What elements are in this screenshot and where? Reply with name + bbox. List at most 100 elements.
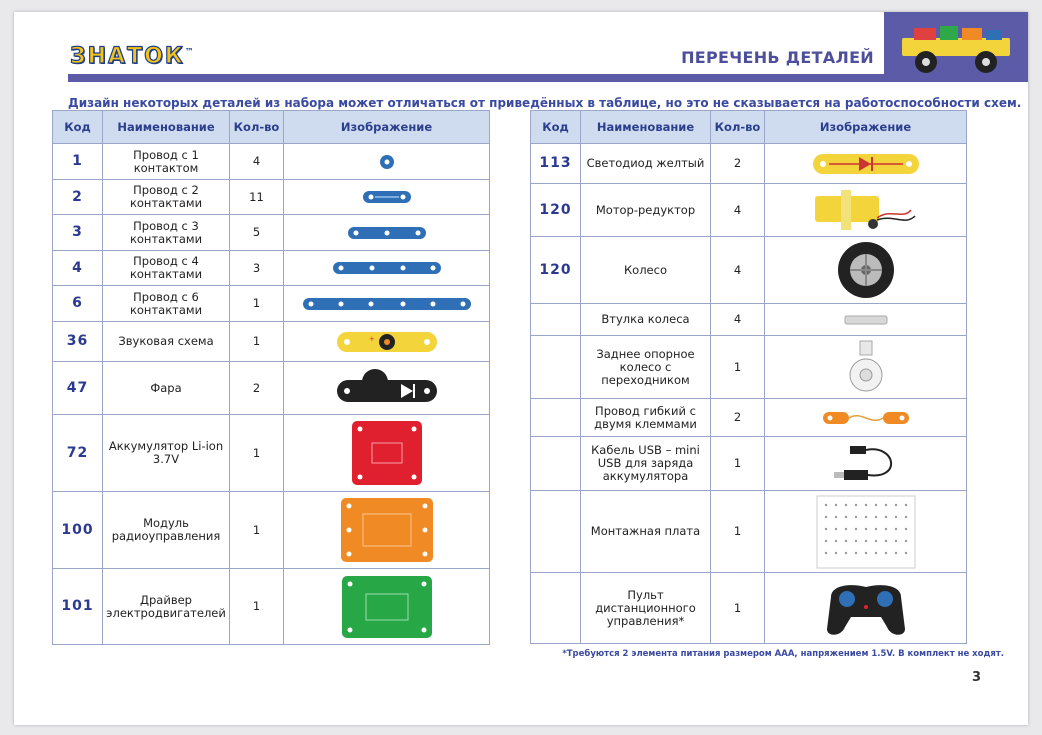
svg-text:+: + [369, 335, 375, 343]
part-name: Провод с 1 контактом [102, 143, 230, 180]
part-qty: 1 [710, 572, 765, 644]
part-code: 2 [52, 179, 103, 215]
part-name: Кабель USB – mini USB для заряда аккумул… [580, 436, 711, 491]
flexible-wire-icon [822, 411, 909, 424]
column-header-name: Наименование [102, 110, 230, 144]
part-code [530, 335, 581, 399]
table-row: 47 Фара 2 [52, 361, 490, 415]
column-header-image: Изображение [283, 110, 490, 144]
part-qty: 1 [710, 490, 765, 573]
wire-6-contacts-icon [302, 297, 471, 310]
part-qty: 1 [229, 321, 284, 362]
part-qty: 5 [229, 214, 284, 251]
wire-2-contacts-icon [362, 191, 411, 203]
footnote: *Требуются 2 элемента питания размером А… [562, 649, 1004, 659]
part-image [283, 179, 490, 215]
part-qty: 1 [229, 491, 284, 569]
table-row: 3 Провод с 3 контактами 5 [52, 214, 490, 251]
part-name: Провод с 4 контактами [102, 250, 230, 286]
part-code: 100 [52, 491, 103, 569]
part-name: Фара [102, 361, 230, 415]
remote-control-icon [826, 585, 905, 635]
part-image [764, 490, 967, 573]
part-name: Модуль радиоуправления [102, 491, 230, 569]
part-code: 101 [52, 568, 103, 645]
part-qty: 2 [710, 398, 765, 437]
part-code [530, 436, 581, 491]
table-header-row: Код Наименование Кол-во Изображение [530, 110, 967, 144]
toy-car-icon [902, 26, 1010, 73]
table-row: 36 Звуковая схема 1 + [52, 321, 490, 362]
part-qty: 1 [710, 436, 765, 491]
parts-table-left: Код Наименование Кол-во Изображение 1 Пр… [52, 110, 490, 645]
wheel-hub-icon [844, 315, 887, 324]
part-image [764, 572, 967, 644]
part-name: Провод с 6 контактами [102, 285, 230, 322]
part-code: 113 [530, 143, 581, 184]
part-code: 3 [52, 214, 103, 251]
table-row: 4 Провод с 4 контактами 3 [52, 250, 490, 286]
part-code [530, 490, 581, 573]
part-code [530, 303, 581, 336]
table-row: 120 Колесо 4 [530, 236, 967, 304]
intro-note: Дизайн некоторых деталей из набора может… [68, 96, 1022, 110]
part-code: 36 [52, 321, 103, 362]
part-image [283, 491, 490, 569]
part-name: Заднее опорное колесо с переходником [580, 335, 711, 399]
part-name: Драйвер электродвигателей [102, 568, 230, 645]
column-header-code: Код [52, 110, 103, 144]
part-image [764, 143, 967, 184]
part-name: Мотор-редуктор [580, 183, 711, 237]
part-qty: 2 [229, 361, 284, 415]
page-title: ПЕРЕЧЕНЬ ДЕТАЛЕЙ [681, 48, 874, 67]
part-qty: 4 [710, 183, 765, 237]
part-qty: 1 [229, 568, 284, 645]
table-row: 100 Модуль радиоуправления 1 [52, 491, 490, 569]
wire-4-contacts-icon [332, 262, 441, 274]
table-row: Провод гибкий с двумя клеммами 2 [530, 398, 967, 437]
yellow-led-icon [812, 153, 919, 174]
column-header-name: Наименование [580, 110, 711, 144]
part-qty: 4 [710, 236, 765, 304]
column-header-code: Код [530, 110, 581, 144]
part-name: Колесо [580, 236, 711, 304]
table-row: 72 Аккумулятор Li-ion 3.7V 1 [52, 414, 490, 492]
part-code [530, 398, 581, 437]
part-code: 4 [52, 250, 103, 286]
radio-module-icon [340, 498, 433, 562]
headlight-icon [336, 369, 437, 402]
column-header-image: Изображение [764, 110, 967, 144]
header-car-image [884, 12, 1028, 82]
table-row: 113 Светодиод желтый 2 [530, 143, 967, 184]
part-name: Светодиод желтый [580, 143, 711, 184]
part-image [283, 214, 490, 251]
battery-icon [351, 421, 422, 485]
part-name: Провод с 3 контактами [102, 214, 230, 251]
table-row: Пульт дистанционного управления* 1 [530, 572, 967, 644]
gear-motor-icon [814, 190, 916, 230]
sound-module-icon: + [336, 331, 437, 352]
part-code: 72 [52, 414, 103, 492]
table-row: 120 Мотор-редуктор 4 [530, 183, 967, 237]
wire-1-contact-icon [379, 154, 394, 169]
part-image [764, 436, 967, 491]
page-number: 3 [972, 670, 982, 685]
part-qty: 11 [229, 179, 284, 215]
part-name: Втулка колеса [580, 303, 711, 336]
part-image [764, 183, 967, 237]
part-qty: 1 [710, 335, 765, 399]
part-code [530, 572, 581, 644]
column-header-qty: Кол-во [229, 110, 284, 144]
part-qty: 1 [229, 414, 284, 492]
table-row: 6 Провод с 6 контактами 1 [52, 285, 490, 322]
table-row: 1 Провод с 1 контактом 4 [52, 143, 490, 180]
table-row: Заднее опорное колесо с переходником 1 [530, 335, 967, 399]
part-image [283, 414, 490, 492]
table-row: Монтажная плата 1 [530, 490, 967, 573]
part-qty: 3 [229, 250, 284, 286]
part-image [764, 303, 967, 336]
caster-wheel-icon [849, 340, 882, 392]
brand-logo: ЗНАТОК™ [69, 43, 196, 69]
part-qty: 4 [710, 303, 765, 336]
motor-driver-icon [341, 575, 432, 638]
